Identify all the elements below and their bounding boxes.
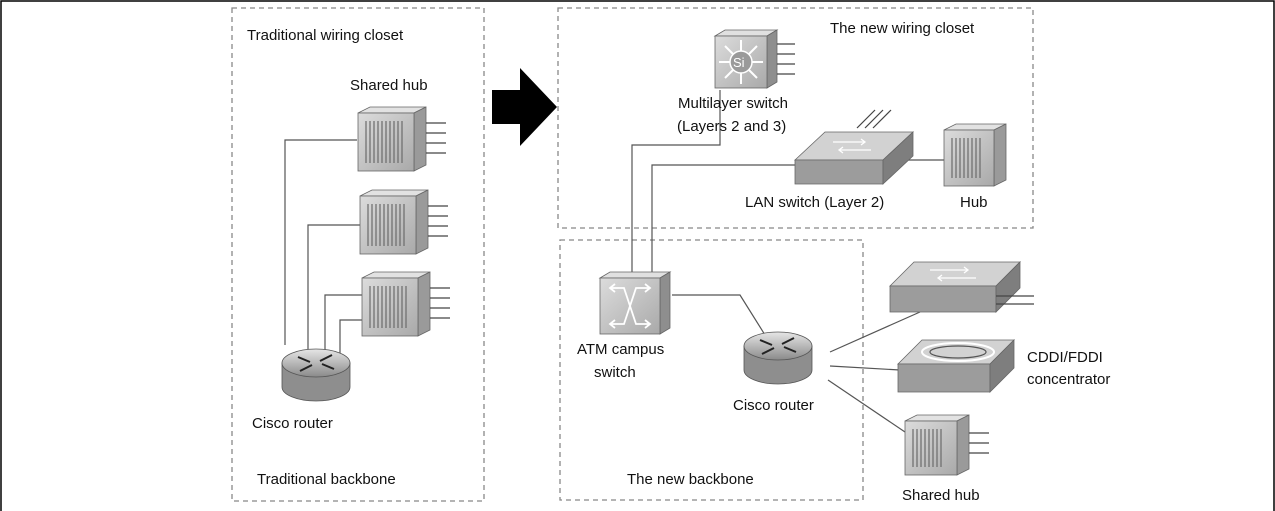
- label-atm-switch: switch: [594, 364, 636, 381]
- router-icon: [743, 331, 813, 385]
- label-cisco-router-right: Cisco router: [733, 397, 814, 414]
- label-traditional-backbone: Traditional backbone: [257, 471, 396, 488]
- label-concentrator: concentrator: [1027, 371, 1110, 388]
- new-backbone-region: [559, 239, 864, 501]
- left-connections: [284, 139, 362, 355]
- label-new-backbone: The new backbone: [627, 471, 754, 488]
- label-multilayer-switch: Multilayer switch: [678, 95, 788, 112]
- label-cddi-fddi: CDDI/FDDI: [1027, 349, 1103, 366]
- label-traditional-closet: Traditional wiring closet: [247, 27, 404, 44]
- switch-icon: [889, 261, 1034, 313]
- label-shared-hub-bottom: Shared hub: [902, 487, 980, 504]
- closet-connections: [631, 90, 945, 272]
- new-wiring-closet-region: [557, 7, 1034, 229]
- hub-icon: [943, 123, 1007, 187]
- router-icon: [281, 348, 351, 402]
- shared-hub-icon: [361, 271, 450, 337]
- transition-arrow: [492, 68, 557, 146]
- traditional-region: [231, 7, 485, 502]
- shared-hub-icon: [357, 106, 446, 172]
- multilayer-switch-icon: [713, 29, 795, 89]
- label-cisco-router-left: Cisco router: [252, 415, 333, 432]
- label-multilayer-layers: (Layers 2 and 3): [677, 118, 786, 135]
- lan-switch-icon: [793, 109, 915, 185]
- shared-hub-icon: [904, 414, 989, 476]
- atm-switch-icon: [598, 271, 672, 335]
- label-lan-switch: LAN switch (Layer 2): [745, 194, 884, 211]
- backbone-connections: [672, 294, 921, 433]
- label-atm-campus: ATM campus: [577, 341, 664, 358]
- label-shared-hub-top: Shared hub: [350, 77, 428, 94]
- concentrator-icon: [897, 339, 1015, 393]
- label-new-closet: The new wiring closet: [830, 20, 975, 37]
- label-si: Si: [733, 55, 745, 70]
- label-hub: Hub: [960, 194, 988, 211]
- shared-hub-icon: [359, 189, 448, 255]
